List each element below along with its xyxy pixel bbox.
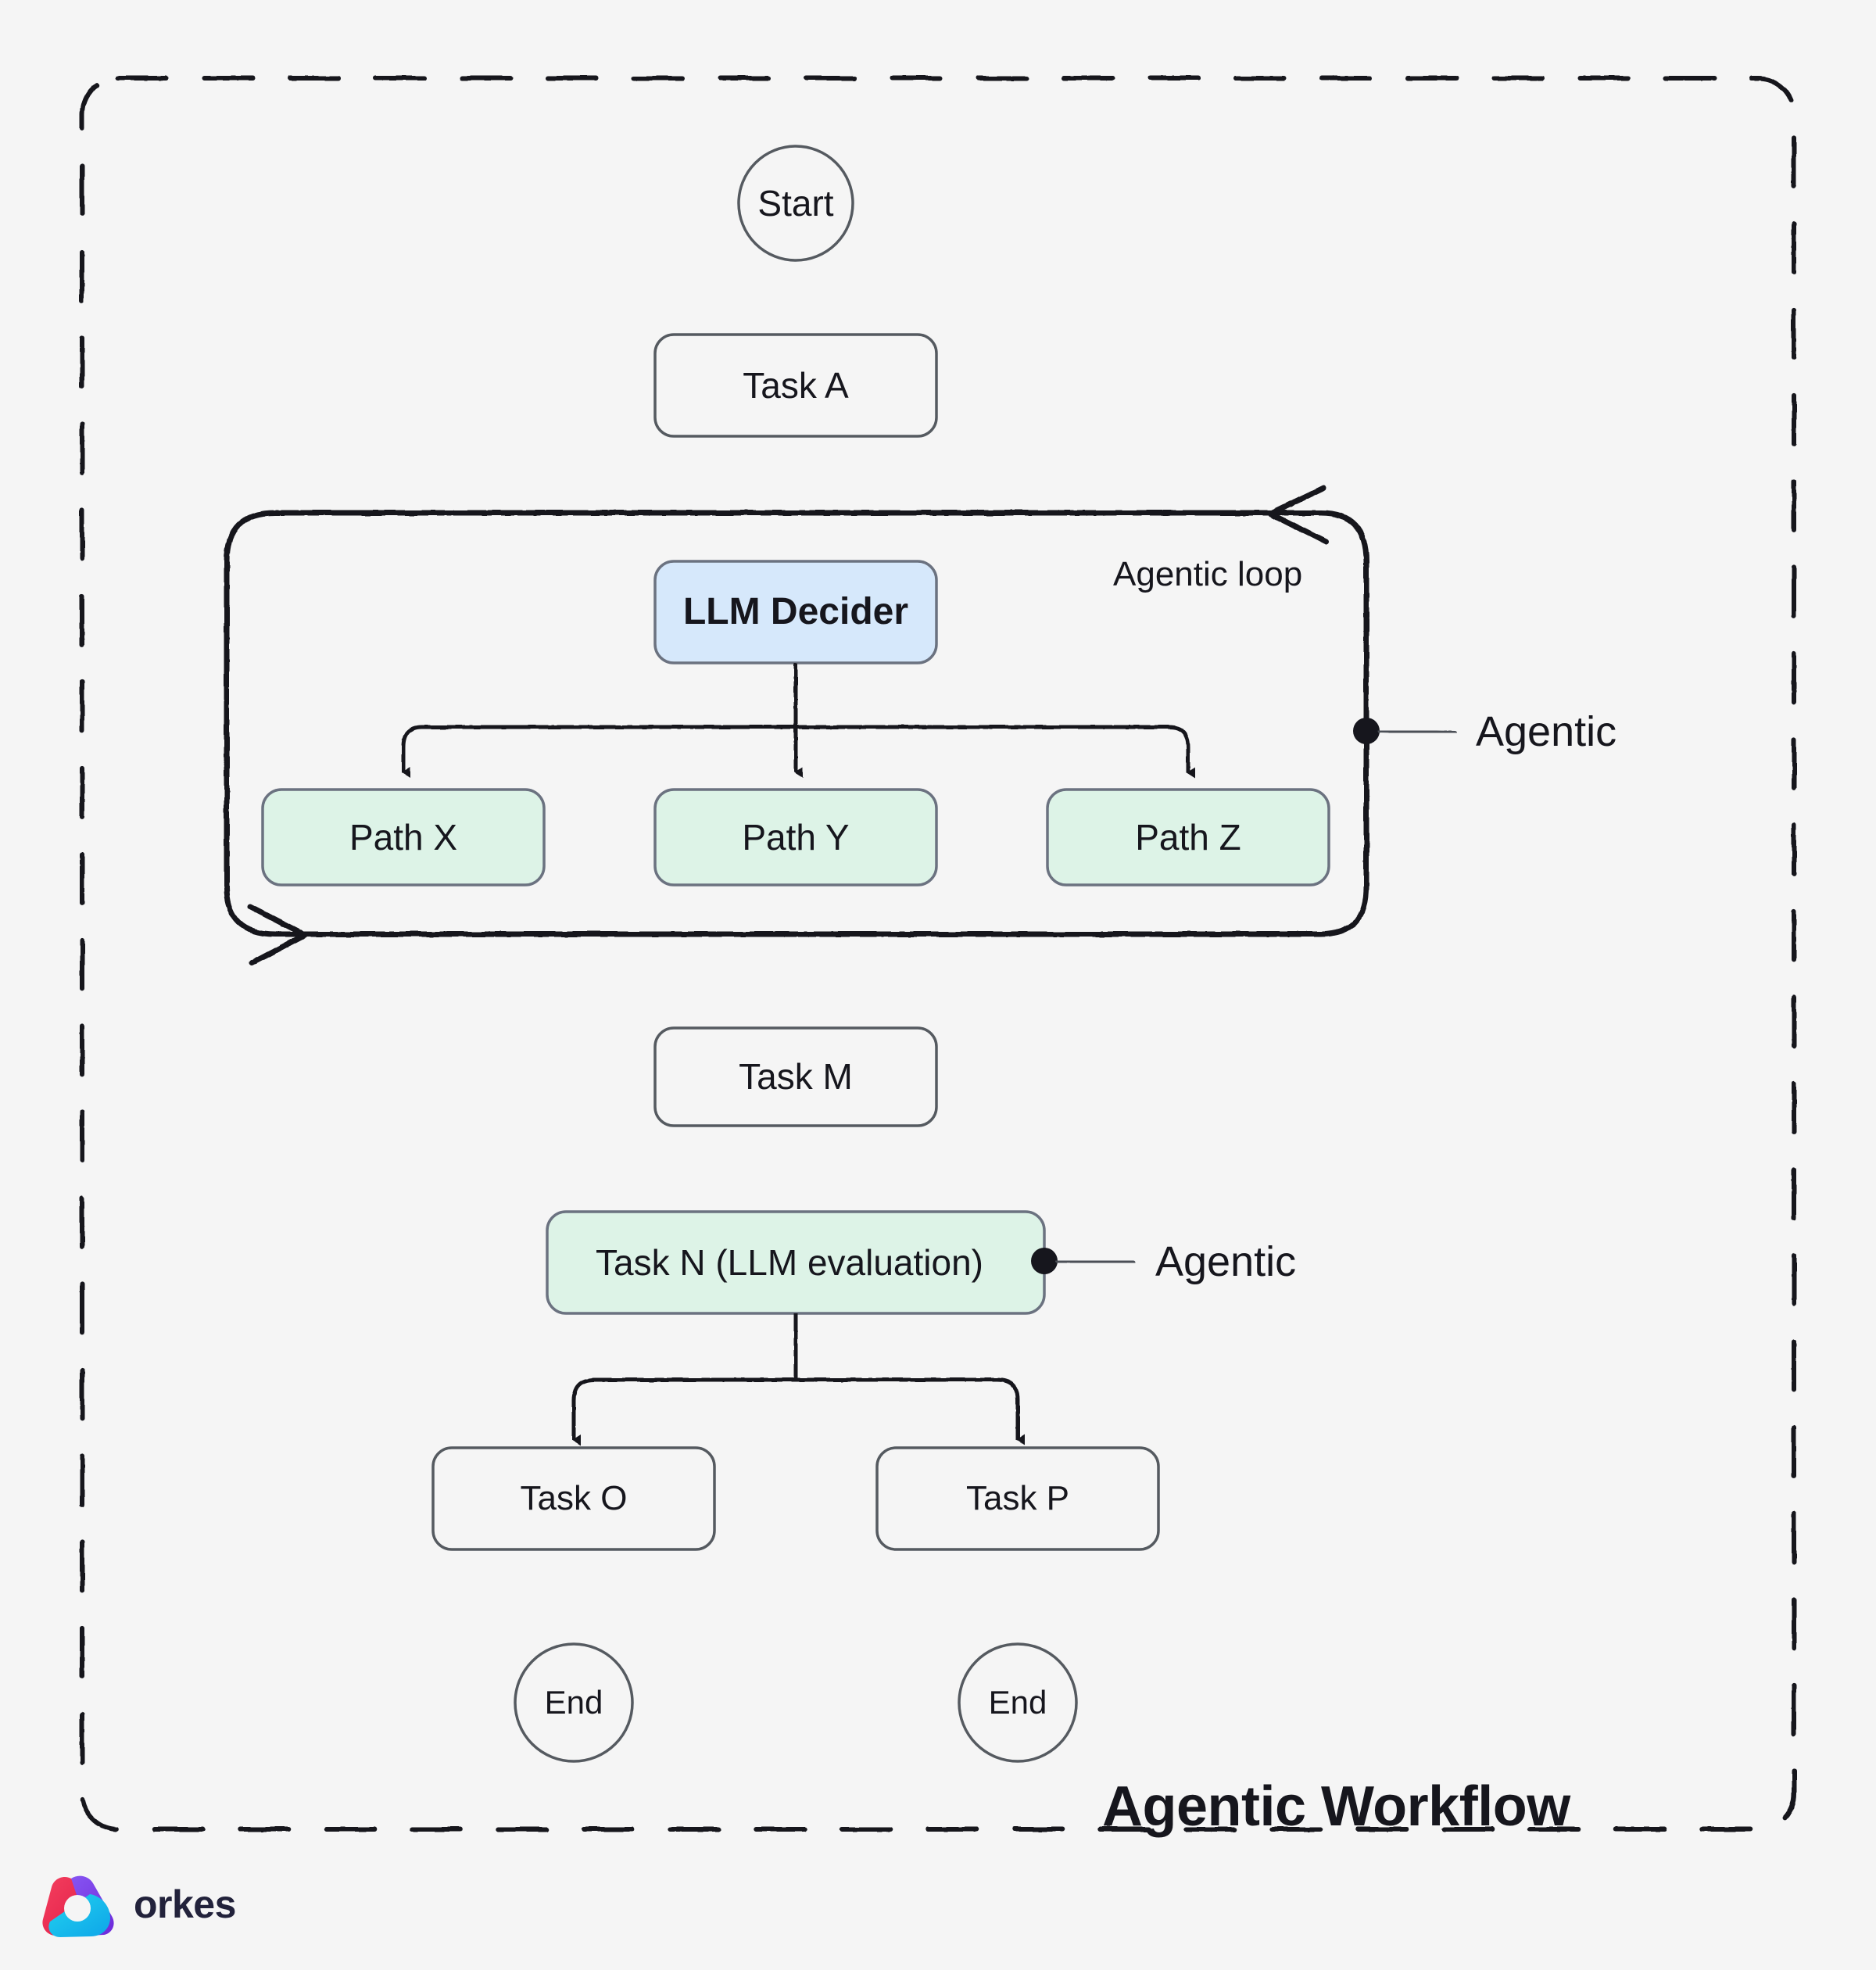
node-start [737, 145, 854, 262]
node-end-left [514, 1642, 634, 1763]
callout-dot-icon [1031, 1248, 1058, 1274]
agentic-loop-arrowhead-icon [1267, 485, 1329, 545]
workflow-dashed-border [80, 76, 1796, 1832]
edge-llm-decider-branches [401, 663, 1195, 778]
orkes-logo-text: orkes [134, 1882, 236, 1926]
node-task-o [431, 1446, 716, 1551]
agentic-loop-label: Agentic loop [1113, 555, 1303, 593]
workflow-title: Agentic Workflow [1102, 1775, 1570, 1838]
callout-agentic-loop [1353, 718, 1458, 744]
agentic-loop-path [224, 510, 1369, 937]
orkes-logo: orkes [43, 1868, 236, 1940]
node-path-x [261, 788, 546, 886]
orkes-triangle-logo-icon [42, 1875, 114, 1937]
edge-task-n-branches [571, 1313, 1025, 1445]
node-path-y [653, 788, 938, 886]
node-task-m [653, 1026, 938, 1127]
node-task-a [653, 333, 938, 438]
node-task-p [875, 1446, 1160, 1551]
callout-dot-icon [1353, 718, 1380, 744]
agentic-loop-return-arrowhead-icon [247, 904, 308, 966]
node-end-right [958, 1642, 1078, 1763]
node-task-n [546, 1210, 1046, 1315]
callout-agentic-loop-label: Agentic [1476, 708, 1617, 755]
callout-agentic-task-n-label: Agentic [1155, 1238, 1297, 1285]
callout-agentic-task-n [1031, 1248, 1136, 1274]
node-llm-decider [653, 560, 938, 664]
node-path-z [1046, 788, 1330, 886]
